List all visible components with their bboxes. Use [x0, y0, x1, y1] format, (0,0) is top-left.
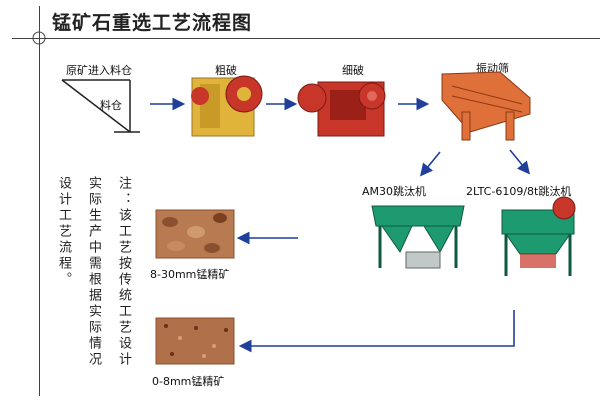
- arrow-screen-to-jig-b: [510, 150, 528, 172]
- arrow-jig-b-to-fine-product: [242, 310, 514, 346]
- arrow-screen-to-jig-a: [422, 152, 440, 174]
- note-column-2: 实际生产中需根据实际情况: [84, 176, 103, 368]
- note-column-3: 设计工艺流程。: [54, 176, 73, 288]
- note-column-1: 注：该工艺按传统工艺设计: [114, 176, 133, 368]
